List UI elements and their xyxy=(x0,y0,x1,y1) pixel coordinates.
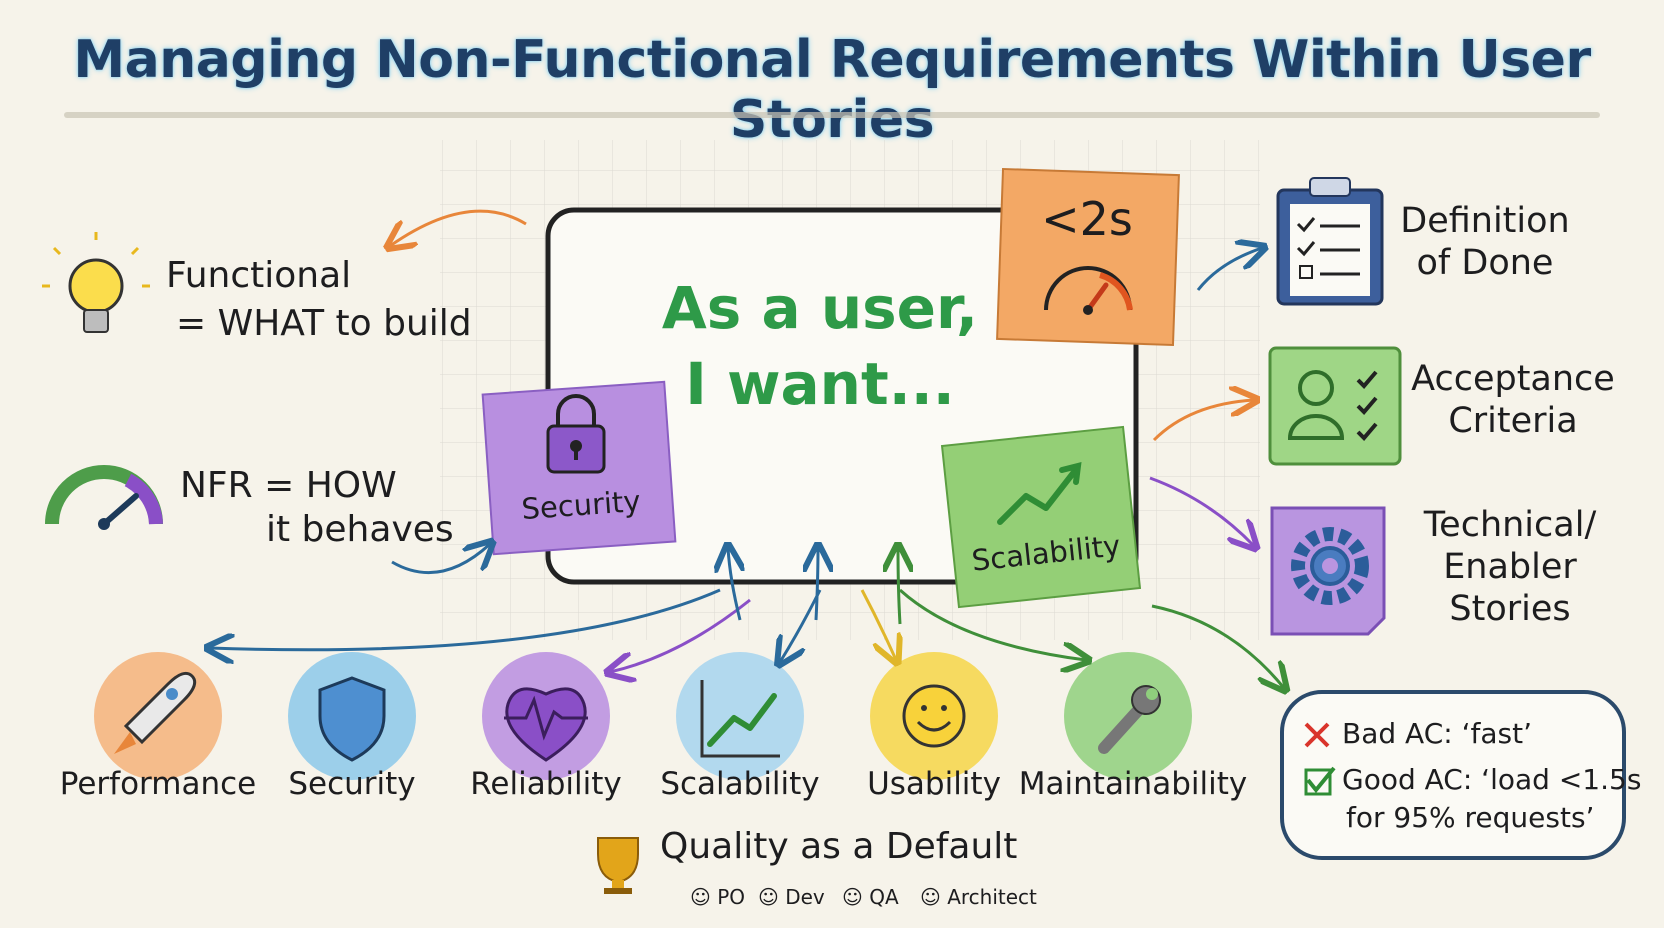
dod-line-1: Definition xyxy=(1400,201,1570,241)
category-label-maintainability: Maintainability xyxy=(1018,766,1248,802)
wrench-icon xyxy=(1098,685,1161,754)
role-po: ☺ PO xyxy=(690,885,746,909)
user-story-line-1: As a user, xyxy=(661,274,979,342)
scalability-circle xyxy=(676,652,804,780)
role-dev: ☺ Dev xyxy=(758,885,825,909)
category-label-performance: Performance xyxy=(59,766,257,802)
role-po-label: PO xyxy=(717,885,746,909)
user-checklist-icon xyxy=(1268,346,1402,466)
tech-line-2: Enabler xyxy=(1443,547,1577,587)
user-story-line-2: I want... xyxy=(685,350,955,418)
ac-line-2: Criteria xyxy=(1448,401,1578,441)
quality-default-label: Quality as a Default xyxy=(660,826,1018,867)
ac-label: Acceptance Criteria xyxy=(1408,358,1618,442)
arrow-up-story-3 xyxy=(898,548,900,625)
role-architect-label: Architect xyxy=(947,885,1037,909)
arrow-to-maintainability xyxy=(898,588,1086,660)
arrow-to-ac-examples xyxy=(1151,604,1284,688)
arrow-up-story-1 xyxy=(728,548,740,621)
category-label-usability: Usability xyxy=(867,766,1001,802)
dod-line-2: of Done xyxy=(1416,243,1554,283)
tech-label: Technical/ Enabler Stories xyxy=(1410,504,1610,630)
trophy-icon xyxy=(597,837,639,894)
performance-target: <2s xyxy=(1041,192,1133,246)
rocket-icon xyxy=(114,671,197,754)
clipboard-checklist-icon xyxy=(1276,177,1384,306)
tech-line-3: Stories xyxy=(1449,589,1571,629)
good-ac-text-1: Good AC: ‘load <1.5s xyxy=(1342,763,1642,796)
growth-chart-icon xyxy=(700,680,780,758)
nfr-definition: it behaves xyxy=(266,509,454,550)
dod-label: Definition of Done xyxy=(1390,200,1580,284)
gear-icon xyxy=(1270,506,1386,636)
security-sticky-note xyxy=(481,380,677,556)
arrow-nfr-to-security xyxy=(391,544,490,575)
functional-definition: = WHAT to build xyxy=(176,303,472,344)
shield-icon xyxy=(318,676,386,762)
tech-line-1: Technical/ xyxy=(1423,505,1597,545)
check-box-icon xyxy=(1304,768,1332,796)
title-underline xyxy=(64,112,1600,118)
smiley-icon xyxy=(902,684,966,748)
arrow-story-to-functional xyxy=(390,209,527,246)
heart-pulse-icon xyxy=(504,687,588,762)
arrow-to-reliability xyxy=(610,598,751,672)
ac-line-1: Acceptance xyxy=(1411,359,1615,399)
functional-label: Functional xyxy=(166,255,352,296)
role-architect: ☺ Architect xyxy=(920,885,1037,909)
scalability-sticky-note xyxy=(940,425,1142,609)
arrow-to-tech xyxy=(1149,476,1254,546)
category-circles xyxy=(94,652,1192,780)
role-dev-label: Dev xyxy=(785,885,825,909)
arrow-to-dod xyxy=(1196,248,1262,291)
arrow-to-performance xyxy=(210,588,721,650)
arrow-up-story-2 xyxy=(816,548,818,621)
arrow-to-ac xyxy=(1152,400,1254,442)
performance-sticky-note xyxy=(996,167,1180,347)
gauge-icon xyxy=(45,465,163,530)
good-ac-text-2: for 95% requests’ xyxy=(1346,801,1595,834)
page-title: Managing Non-Functional Requirements Wit… xyxy=(73,30,1591,150)
category-label-reliability: Reliability xyxy=(470,766,622,802)
lightbulb-icon xyxy=(42,232,150,333)
ac-examples-box xyxy=(1280,690,1626,860)
category-label-scalability: Scalability xyxy=(660,766,820,802)
user-story-text: As a user, I want... xyxy=(580,270,1060,422)
bad-ac-text: Bad AC: ‘fast’ xyxy=(1342,717,1532,750)
role-qa: ☺ QA xyxy=(842,885,899,909)
nfr-label: NFR = HOW xyxy=(180,465,397,506)
category-label-security: Security xyxy=(288,766,416,802)
role-qa-label: QA xyxy=(869,885,899,909)
cross-icon xyxy=(1304,722,1330,748)
arrow-to-usability xyxy=(860,589,896,660)
